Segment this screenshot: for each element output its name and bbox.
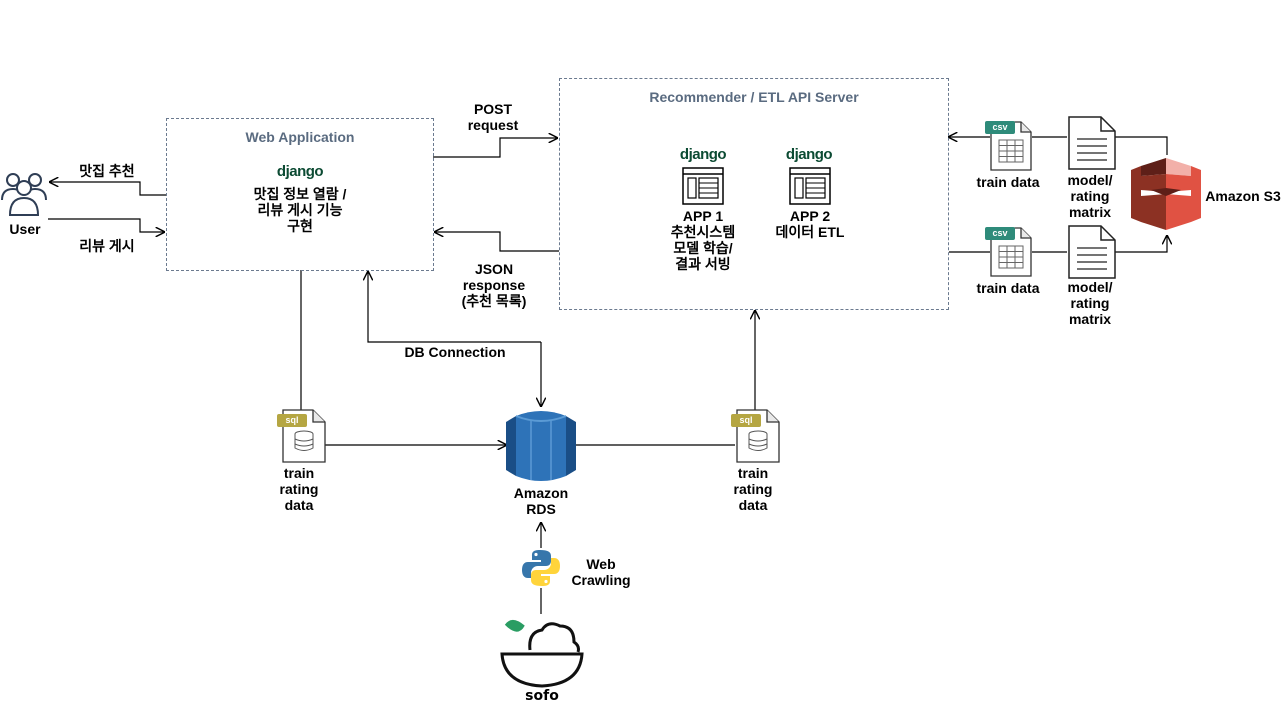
document-icon (1067, 224, 1117, 280)
app2-label: APP 2 데이터 ETL (775, 208, 845, 240)
app2-django-logo: django (785, 146, 833, 163)
train-data-label-bottom: train data (976, 280, 1040, 296)
app2-window-icon (789, 167, 831, 205)
user-label: User (9, 221, 41, 237)
train-data-label-top: train data (976, 174, 1040, 190)
app1-label: APP 1 추천시스템 모델 학습/ 결과 서빙 (670, 208, 736, 272)
amazon-s3-icon (1131, 152, 1201, 236)
model-label-top: model/ rating matrix (1067, 172, 1113, 220)
sql-file-icon: sql (731, 408, 781, 464)
python-icon (521, 548, 561, 588)
sql-badge: sql (739, 415, 753, 425)
arrow-db-to-webapp (368, 272, 541, 343)
amazon-s3-label: Amazon S3 (1205, 188, 1281, 204)
json-response-label: JSON response (추천 목록) (461, 261, 527, 309)
web-application-title: Web Application (245, 129, 355, 145)
document-icon (1067, 115, 1117, 171)
web-crawling-label: Web Crawling (571, 556, 631, 588)
sql-file-icon: sql (277, 408, 327, 464)
arrow-json-response (435, 232, 559, 252)
sql-badge: sql (285, 415, 299, 425)
app1-window-icon (682, 167, 724, 205)
arrow-recommend-to-user (50, 182, 166, 196)
arrow-s3-top-to-server (1115, 136, 1168, 155)
db-connection-label: DB Connection (404, 344, 506, 360)
sofo-logo: sofo (500, 614, 584, 706)
arrow-review-to-webapp (48, 218, 164, 232)
csv-file-icon: csv (985, 118, 1033, 172)
csv-file-icon: csv (985, 224, 1033, 278)
recommender-server-box: Recommender / ETL API Server (559, 78, 949, 310)
amazon-rds-icon (506, 408, 576, 484)
csv-badge: csv (992, 122, 1008, 132)
sofo-text: sofo (525, 688, 559, 704)
review-label: 리뷰 게시 (79, 238, 135, 254)
model-label-bottom: model/ rating matrix (1067, 279, 1113, 327)
right-train-rating-label: train rating data (733, 465, 773, 513)
recommend-label: 맛집 추천 (79, 163, 135, 179)
recommender-server-title: Recommender / ETL API Server (649, 89, 859, 105)
django-logo: django (276, 163, 324, 180)
csv-badge: csv (992, 228, 1008, 238)
user-icon (0, 168, 48, 218)
arrow-post-request (433, 138, 557, 158)
post-request-label: POST request (467, 101, 519, 133)
web-application-box: Web Application django 맛집 정보 열람 / 리뷰 게시 … (166, 118, 434, 271)
left-train-rating-label: train rating data (279, 465, 319, 513)
web-application-desc: 맛집 정보 열람 / 리뷰 게시 기능 구현 (253, 186, 347, 234)
amazon-rds-label: Amazon RDS (513, 485, 569, 517)
app1-django-logo: django (679, 146, 727, 163)
